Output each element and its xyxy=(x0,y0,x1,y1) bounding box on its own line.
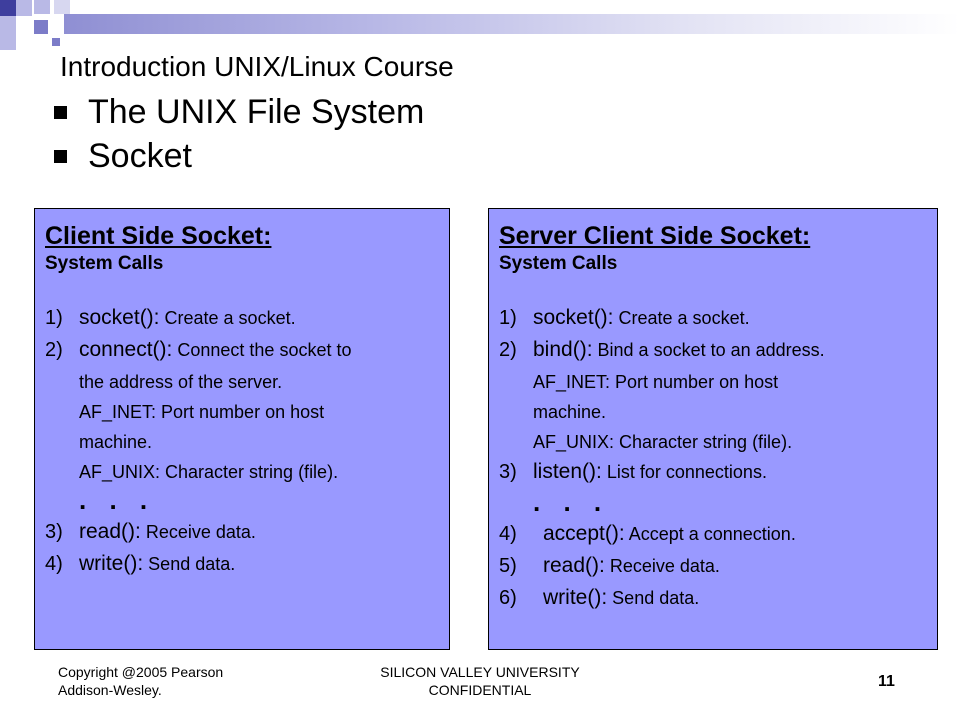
call-description: Accept a connection. xyxy=(624,524,796,544)
call-name: connect(): xyxy=(79,338,173,361)
continuation-text: machine. xyxy=(79,432,153,452)
continuation-text: AF_INET: Port number on host xyxy=(533,372,779,392)
header-gradient-bar xyxy=(64,14,960,34)
continuation-text: the address of the server. xyxy=(79,372,283,392)
system-call-item: 2) connect(): Connect the socket to xyxy=(45,335,449,367)
confidential-line: CONFIDENTIAL xyxy=(428,682,532,698)
item-number: 1) xyxy=(45,307,63,329)
confidential-line: SILICON VALLEY UNIVERSITY xyxy=(380,664,580,680)
item-number: 3) xyxy=(499,461,517,483)
continuation-text: machine. xyxy=(533,402,607,422)
item-number: 5) xyxy=(499,555,517,577)
system-call-item: 6) write(): Send data. xyxy=(499,583,937,615)
square-bullet-icon xyxy=(54,106,67,119)
call-description: Create a socket. xyxy=(159,308,296,328)
continuation-text: AF_UNIX: Character string (file). xyxy=(79,462,339,482)
confidential-notice: SILICON VALLEY UNIVERSITY CONFIDENTIAL xyxy=(330,663,630,699)
panel-subheading: System Calls xyxy=(499,253,618,274)
system-call-list: 1) socket(): Create a socket. 2) bind():… xyxy=(499,303,937,615)
call-description: Create a socket. xyxy=(613,308,750,328)
call-description: Send data. xyxy=(143,554,236,574)
panel-heading: Server Client Side Socket: xyxy=(499,222,811,250)
decor-square xyxy=(34,0,50,14)
system-call-item: 4) write(): Send data. xyxy=(45,549,449,581)
square-bullet-icon xyxy=(54,150,67,163)
topic-bullet-list: The UNIX File System Socket xyxy=(52,90,424,178)
bullet-text: The UNIX File System xyxy=(88,93,425,131)
bullet-item: Socket xyxy=(52,134,424,178)
decor-square xyxy=(0,16,16,50)
client-socket-panel: Client Side Socket: System Calls 1) sock… xyxy=(34,208,450,650)
call-name: write(): xyxy=(79,552,144,575)
call-description: Send data. xyxy=(607,588,700,608)
call-name: bind(): xyxy=(533,338,593,361)
decor-square xyxy=(16,0,32,16)
call-name: read(): xyxy=(543,554,605,577)
bullet-text: Socket xyxy=(88,137,192,175)
call-name: socket(): xyxy=(79,306,160,329)
item-number: 1) xyxy=(499,307,517,329)
call-description: List for connections. xyxy=(601,462,767,482)
decor-square xyxy=(54,0,70,14)
decor-square xyxy=(52,38,60,46)
panel-subheading: System Calls xyxy=(45,253,164,274)
call-name: socket(): xyxy=(533,306,614,329)
call-name: write(): xyxy=(543,586,608,609)
decor-square xyxy=(0,0,16,16)
item-number: 2) xyxy=(499,339,517,361)
item-number: 4) xyxy=(499,523,517,545)
copyright-line: Copyright @2005 Pearson xyxy=(58,664,224,680)
system-call-item: 5) read(): Receive data. xyxy=(499,551,937,583)
system-call-item: 3) read(): Receive data. xyxy=(45,517,449,549)
panel-heading: Client Side Socket: xyxy=(45,222,272,250)
server-socket-panel: Server Client Side Socket: System Calls … xyxy=(488,208,938,650)
call-name: listen(): xyxy=(533,460,602,483)
copyright-notice: Copyright @2005 Pearson Addison-Wesley. xyxy=(58,663,223,699)
item-number: 6) xyxy=(499,587,517,609)
system-call-item: 1) socket(): Create a socket. xyxy=(499,303,937,335)
call-description: Connect the socket to xyxy=(172,340,352,360)
item-number: 2) xyxy=(45,339,63,361)
ellipsis: . . . xyxy=(533,487,610,517)
call-name: read(): xyxy=(79,520,141,543)
continuation-text: AF_INET: Port number on host xyxy=(79,402,325,422)
course-title: Introduction UNIX/Linux Course xyxy=(60,51,454,82)
item-number: 4) xyxy=(45,553,63,575)
system-call-item: 1) socket(): Create a socket. xyxy=(45,303,449,335)
system-call-item: 4) accept(): Accept a connection. xyxy=(499,519,937,551)
system-call-list: 1) socket(): Create a socket. 2) connect… xyxy=(45,303,449,581)
decor-square xyxy=(16,16,32,32)
call-name: accept(): xyxy=(543,522,625,545)
bullet-item: The UNIX File System xyxy=(52,90,424,134)
call-description: Bind a socket to an address. xyxy=(592,340,825,360)
call-description: Receive data. xyxy=(604,556,720,576)
ellipsis: . . . xyxy=(79,485,156,515)
call-description: Receive data. xyxy=(140,522,256,542)
system-call-item: 3) listen(): List for connections. xyxy=(499,457,937,489)
copyright-line: Addison-Wesley. xyxy=(58,682,162,698)
system-call-item: 2) bind(): Bind a socket to an address. xyxy=(499,335,937,367)
continuation-text: AF_UNIX: Character string (file). xyxy=(533,432,793,452)
item-number: 3) xyxy=(45,521,63,543)
page-number: 11 xyxy=(878,673,895,690)
decor-square xyxy=(34,20,48,34)
